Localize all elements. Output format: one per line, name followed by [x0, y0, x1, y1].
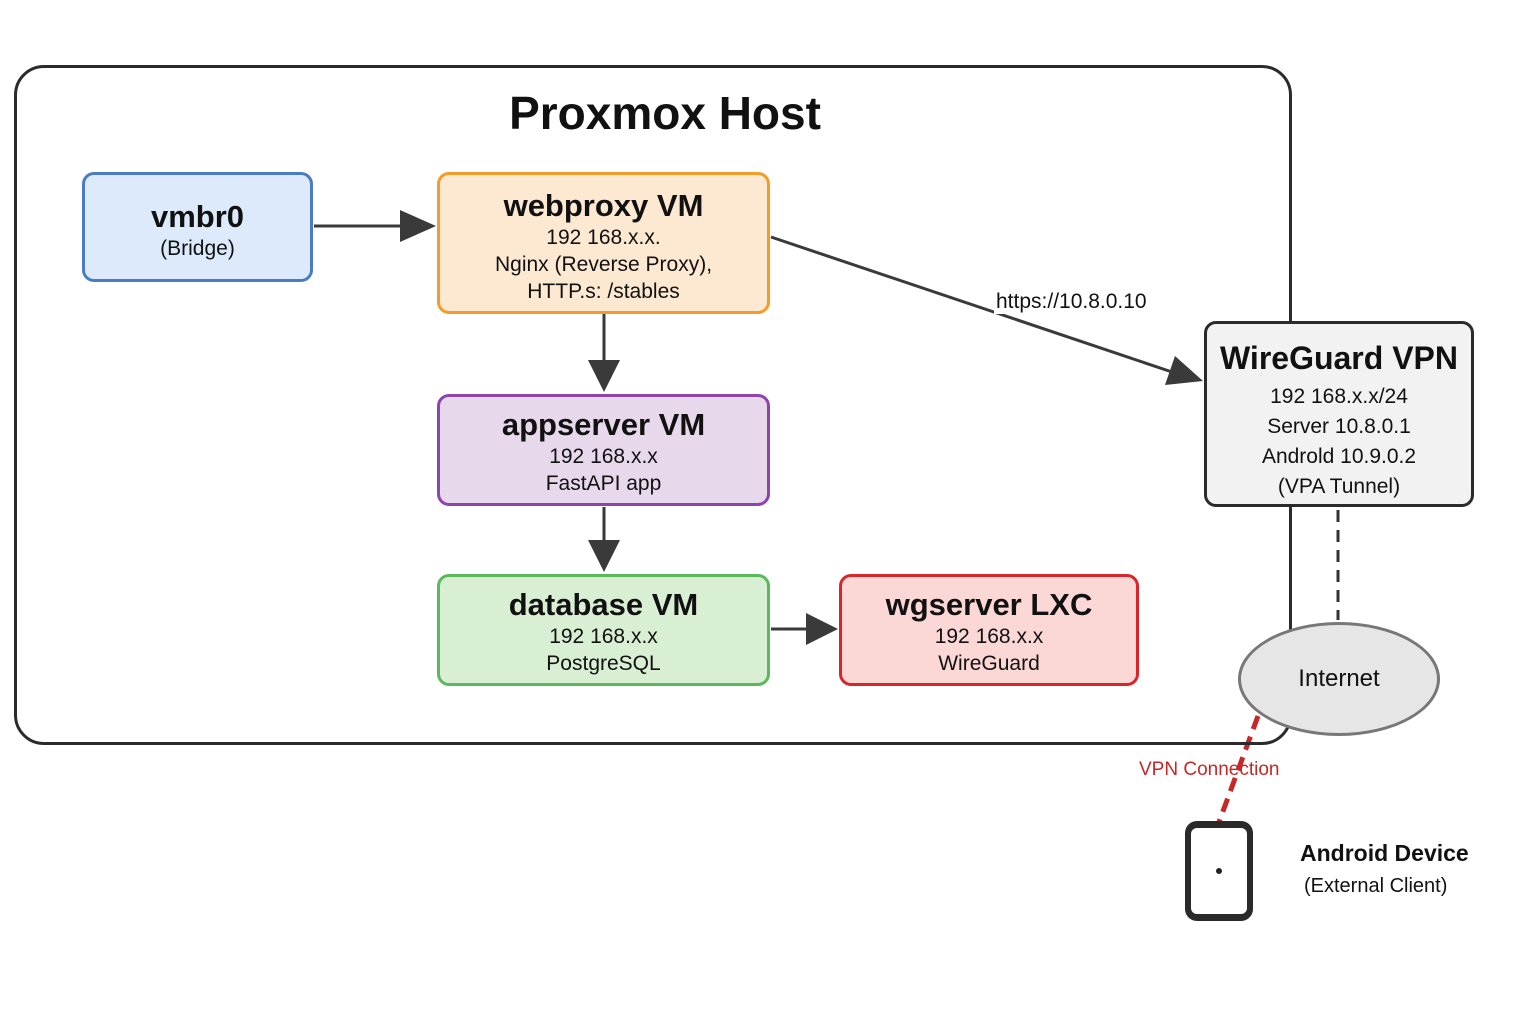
node-line: 192 168.x.x. — [546, 226, 661, 249]
node-title: vmbr0 — [150, 199, 245, 234]
node-title: wgserver LXC — [885, 587, 1093, 622]
node-title: database VM — [508, 587, 699, 622]
edge-label-https: https://10.8.0.10 — [994, 290, 1149, 314]
node-line: HTTP.s: /stables — [527, 280, 680, 303]
arrowhead-vmbr0-to-webproxy — [400, 210, 436, 242]
node-internet[interactable]: Internet — [1238, 622, 1440, 736]
node-title: webproxy VM — [503, 188, 704, 223]
edge-internet-to-device — [1216, 715, 1261, 823]
edge-webproxy-to-wireguard — [770, 235, 1173, 374]
device-subtitle: (External Client) — [1304, 875, 1448, 897]
phone-icon[interactable] — [1185, 821, 1253, 921]
node-webproxy-vm[interactable]: webproxy VM 192 168.x.x. Nginx (Reverse … — [437, 172, 770, 314]
host-title: Proxmox Host — [509, 87, 821, 139]
node-vmbr0[interactable]: vmbr0 (Bridge) — [82, 172, 313, 282]
node-line: 192 168.x.x — [549, 445, 658, 468]
node-line: WireGuard — [938, 652, 1040, 675]
node-wgserver-lxc[interactable]: wgserver LXC 192 168.x.x WireGuard — [839, 574, 1139, 686]
node-line: 192 168.x.x/24 — [1270, 385, 1408, 408]
node-line: Server 10.8.0.1 — [1267, 415, 1411, 438]
node-line: 192 168.x.x — [934, 625, 1044, 648]
arrowhead-database-to-wgserver — [806, 613, 838, 645]
node-line: 192 168.x.x — [549, 625, 658, 648]
node-appserver-vm[interactable]: appserver VM 192 168.x.x FastAPI app — [437, 394, 770, 506]
node-line: FastAPI app — [545, 472, 662, 495]
edge-label-vpn-connection: VPN Connection — [1139, 759, 1280, 780]
node-title: Internet — [1298, 665, 1380, 692]
node-wireguard-vpn[interactable]: WireGuard VPN 192 168.x.x/24 Server 10.8… — [1204, 321, 1474, 507]
phone-camera-dot — [1216, 868, 1222, 874]
node-line: PostgreSQL — [546, 652, 661, 675]
device-title: Android Device — [1300, 840, 1469, 866]
arrowhead-webproxy-to-wireguard — [1165, 356, 1203, 385]
node-line: (Bridge) — [160, 237, 235, 260]
arrowhead-appserver-to-database — [588, 540, 620, 572]
node-line: (VPA Tunnel) — [1277, 475, 1401, 498]
node-database-vm[interactable]: database VM 192 168.x.x PostgreSQL — [437, 574, 770, 686]
arrowhead-webproxy-to-appserver — [588, 360, 620, 392]
node-line: Nginx (Reverse Proxy), — [494, 253, 713, 276]
node-title: appserver VM — [501, 407, 706, 442]
node-title: WireGuard VPN — [1220, 340, 1458, 376]
node-line: Androld 10.9.0.2 — [1261, 445, 1417, 468]
phone-screen — [1191, 828, 1247, 914]
